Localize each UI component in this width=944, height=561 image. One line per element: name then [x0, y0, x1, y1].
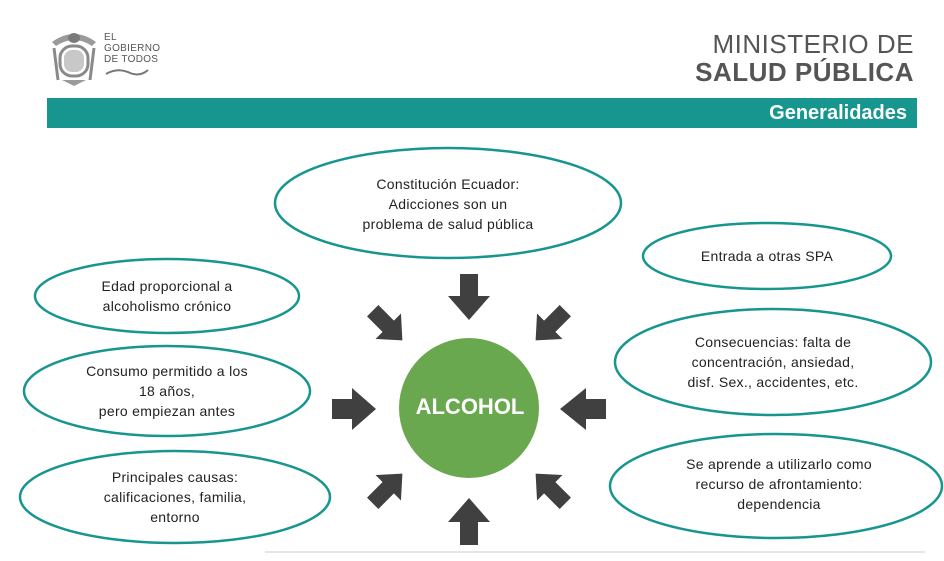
- oval-edad: [33, 257, 301, 335]
- center-circle: [399, 338, 539, 478]
- ministerio-logo: MINISTERIO DE SALUD PÚBLICA: [695, 30, 914, 86]
- banner-title: Generalidades: [769, 102, 907, 124]
- oval-spa: [641, 221, 893, 291]
- salud-publica-text: SALUD PÚBLICA: [695, 57, 914, 87]
- coat-of-arms-icon: [52, 33, 96, 86]
- arrow-icon-top-right: [535, 305, 571, 341]
- oval-consumo: [22, 344, 312, 438]
- ministerio-text: MINISTERIO DE: [712, 29, 914, 59]
- node-consecuencias: Consecuencias: falta de concentración, a…: [687, 334, 859, 390]
- title-banner: Generalidades: [47, 98, 917, 128]
- swoosh-icon: [105, 69, 149, 76]
- oval-causas: [18, 449, 332, 545]
- node-edad: Edad proporcional a alcoholismo crónico: [101, 278, 233, 314]
- gobierno-text-3: DE TODOS: [104, 54, 159, 65]
- gobierno-logo: EL GOBIERNO DE TODOS: [104, 32, 160, 77]
- arrow-icon-right: [560, 388, 606, 430]
- node-causas: Principales causas: calificaciones, fami…: [103, 469, 247, 525]
- node-aprende: Se aprende a utilizarlo como recurso de …: [686, 456, 872, 512]
- footer-divider: [265, 551, 925, 553]
- gobierno-text-1: EL: [104, 32, 117, 43]
- arrow-icon-left: [332, 388, 376, 430]
- node-consumo: Consumo permitido a los 18 años, pero em…: [86, 363, 248, 419]
- arrow-icon-bottom-right: [535, 473, 571, 509]
- oval-top: [273, 146, 623, 260]
- arrow-icon-bottom: [448, 498, 490, 545]
- arrow-icon-top-left: [367, 305, 403, 341]
- node-entrada-spa: Entrada a otras SPA: [700, 248, 834, 264]
- center-label: ALCOHOL: [415, 394, 525, 419]
- oval-aprende: [608, 432, 944, 540]
- gobierno-text-2: GOBIERNO: [104, 43, 161, 54]
- arrow-icon-bottom-left: [367, 473, 403, 509]
- arrow-icon-top: [448, 274, 490, 320]
- node-constitucion: Constitución Ecuador: Adicciones son un …: [362, 176, 534, 232]
- oval-consecuencias: [613, 307, 933, 417]
- header: EL GOBIERNO DE TODOS MINISTERIO DE SALUD…: [0, 0, 944, 96]
